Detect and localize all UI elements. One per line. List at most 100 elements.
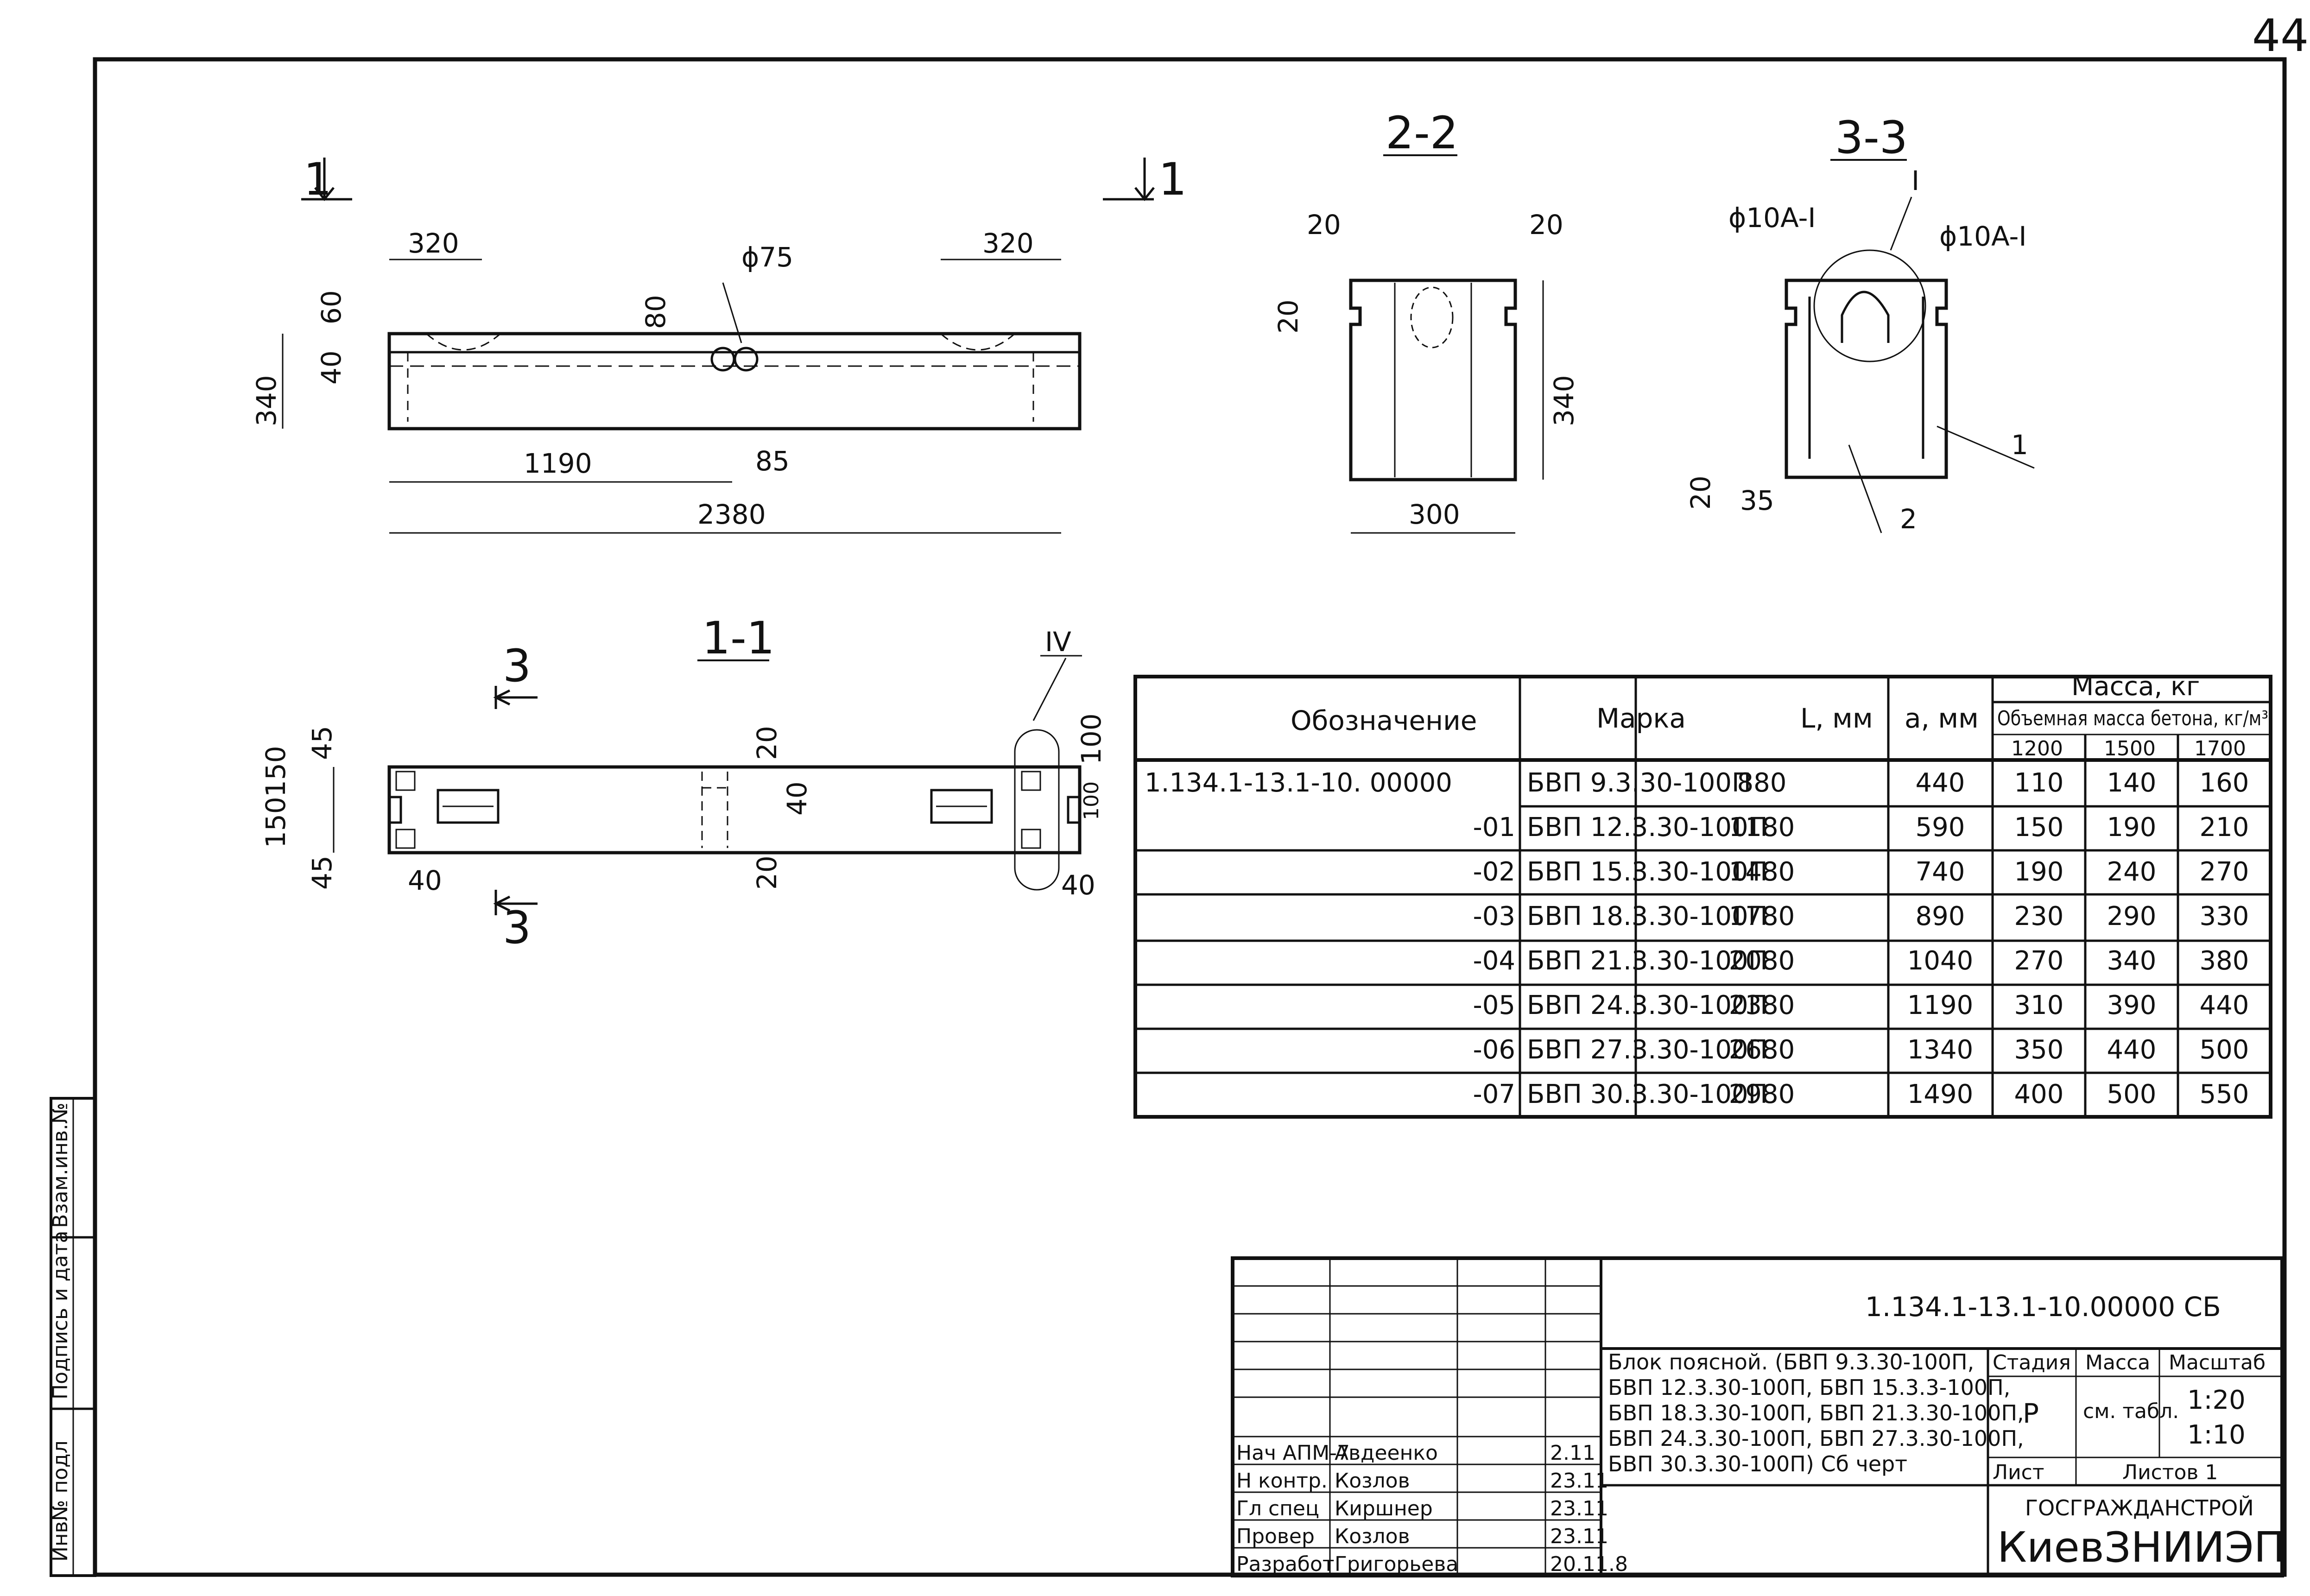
cell-mark: БВП 12.3.30-100П [1527,812,1768,842]
cell-mass-1200: 310 [2014,990,2064,1020]
cell-mass-1500: 340 [2107,946,2157,976]
section-3-3: 3-3 ϕ10A-I ϕ10A-I I 1 2 20 35 [1685,112,2035,535]
cell-L: 1780 [1729,901,1795,931]
sheet-label: Лист [1993,1461,2044,1484]
cell-mark: БВП 15.3.30-100П [1527,857,1768,887]
scale-label: Масштаб [2169,1351,2266,1374]
signer-date: 23.11 [1550,1497,1608,1520]
section-2-2: 2-2 20 20 20 340 300 [1272,107,1580,534]
doc-code: 1.134.1-13.1-10.00000 СБ [1865,1291,2221,1323]
dim-340-section: 340 [1548,375,1580,426]
signer-name: Киршнер [1335,1497,1433,1520]
org-name-2: КиевЗНИИЭП [1997,1523,2285,1572]
cell-L: 1180 [1729,812,1795,842]
signer-role: Нач АПМ-7 [1236,1441,1350,1465]
dim-85: 85 [755,445,790,477]
desc-line-1: Блок поясной. (БВП 9.3.30-100П, [1608,1349,1974,1374]
dim-end-left: 320 [408,228,459,259]
pos-1-label: 1 [2011,429,2028,461]
section-1-1-title: 1-1 [702,612,775,664]
cell-L: 1480 [1729,857,1795,887]
cut-mark-left: 1 [304,153,332,205]
cell-mark: БВП 21.3.30-100П [1527,946,1768,976]
cell-mass-1700: 380 [2200,946,2249,976]
cell-mass-1700: 210 [2200,812,2249,842]
cell-mark: БВП 27.3.30-100П [1527,1035,1768,1065]
section-2-2-title: 2-2 [1386,107,1458,159]
dim-150-bottom: 150 [260,797,291,848]
th-L: L, мм [1800,703,1873,734]
desc-line-3: БВП 18.3.30-100П, БВП 21.3.30-100П, [1608,1400,2024,1425]
cell-L: 880 [1737,768,1787,798]
dim-1190: 1190 [524,448,592,479]
dim-40-left: 40 [408,865,442,896]
section-3-3-title: 3-3 [1835,112,1908,164]
cell-designation: -02 [1473,857,1515,887]
stage-label: Стадия [1993,1351,2071,1374]
signer-role: Провер [1236,1525,1315,1548]
dim-20-mid-bottom: 20 [751,855,783,890]
signer-role: Гл спец [1236,1497,1319,1520]
desc-line-4: БВП 24.3.30-100П, БВП 27.3.30-100П, [1608,1426,2024,1451]
mass-value: см. табл. [2083,1400,2179,1423]
cell-mass-1700: 500 [2200,1035,2249,1065]
th-density-1200: 1200 [2011,737,2063,760]
mass-table-text: Обозначение Марка L, мм a, мм Масса, кг … [1291,671,2268,760]
scale-value-1: 1:20 [2187,1385,2246,1415]
page-number: 44 [2252,10,2309,62]
cell-mass-1700: 440 [2200,990,2249,1020]
cell-a: 740 [1916,857,1965,887]
dim-100-top: 100 [1076,713,1107,765]
signer-role: Разработ [1236,1552,1334,1576]
cell-a: 440 [1916,768,1965,798]
signer-date: 23.11 [1550,1469,1608,1493]
cell-L: 2680 [1729,1035,1795,1065]
cell-mass-1500: 190 [2107,812,2157,842]
drawing-frame [93,57,2287,1577]
org-name-1: ГОСГРАЖДАНСТРОЙ [2025,1495,2254,1520]
elevation-view: 1 1 320 320 ϕ75 80 340 60 40 1190 85 238… [251,153,1187,534]
dim-40-right: 40 [1061,869,1095,901]
dim-20-side: 20 [1272,299,1304,334]
th-mass: Масса, кг [2071,671,2200,702]
cell-mass-1200: 270 [2014,946,2064,976]
dim-60: 60 [316,290,347,324]
cell-a: 1040 [1907,946,1974,976]
signer-name: Авдеенко [1335,1441,1438,1465]
signer-role: Н контр. [1236,1469,1328,1493]
dim-80: 80 [640,295,671,329]
cell-mass-1200: 190 [2014,857,2064,887]
cell-mass-1500: 500 [2107,1079,2157,1109]
cell-a: 890 [1916,901,1965,931]
dim-40-elev: 40 [316,350,347,385]
th-mass-sub: Объемная масса бетона, кг/м³ [1997,707,2268,730]
cell-mass-1200: 350 [2014,1035,2064,1065]
cell-mass-1700: 330 [2200,901,2249,931]
stamp-vzam: Взам.инв.№ [49,1102,72,1228]
stage-value: Р [2023,1398,2039,1429]
rebar-right-label: ϕ10A-I [1939,221,2027,252]
cell-designation: -05 [1473,990,1515,1020]
mass-table [1133,675,2272,1119]
cell-L: 2080 [1729,946,1795,976]
cell-mark: БВП 24.3.30-100П [1527,990,1768,1020]
dim-45-top: 45 [306,726,338,760]
stamp-sign-date: Подпись и дата [49,1231,72,1400]
dim-20-bottom: 20 [1685,475,1716,510]
scale-value-2: 1:10 [2187,1420,2246,1450]
cell-mass-1500: 390 [2107,990,2157,1020]
desc-line-2: БВП 12.3.30-100П, БВП 15.3.3-100П, [1608,1375,2010,1400]
title-block-text: 1.134.1-13.1-10.00000 СБ Блок поясной. (… [1608,1291,2285,1572]
cell-designation: 1.134.1-13.1-10. 00000 [1145,768,1452,798]
cell-designation: -03 [1473,901,1515,931]
dim-35: 35 [1740,485,1774,516]
beam-elevation [387,332,1082,431]
signer-name: Козлов [1335,1525,1410,1548]
signer-date: 23.11 [1550,1525,1608,1548]
cell-designation: -04 [1473,946,1515,976]
